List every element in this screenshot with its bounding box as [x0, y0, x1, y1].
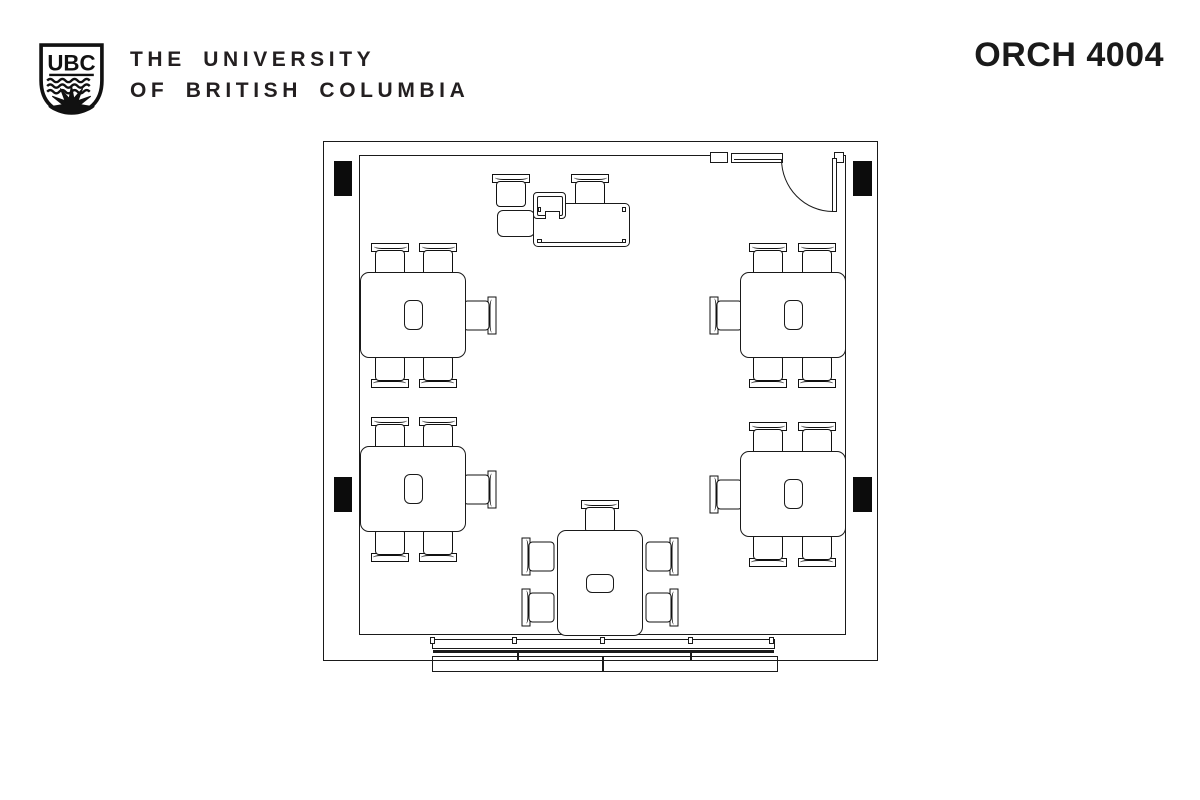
table-grommet	[403, 300, 423, 330]
chair-seat	[802, 533, 832, 560]
chair	[645, 588, 679, 626]
student-table-1	[360, 272, 466, 358]
chair-seat	[375, 528, 405, 555]
rail-divider	[602, 656, 604, 672]
chair	[798, 354, 836, 388]
chair	[521, 588, 555, 626]
outer-wall	[323, 141, 878, 661]
table-grommet	[403, 474, 423, 504]
student-table-2	[740, 272, 846, 358]
chair-seat	[716, 479, 743, 509]
chair	[749, 354, 787, 388]
desk-leg	[621, 207, 626, 212]
chair-seat	[645, 541, 672, 571]
university-wordmark: THE UNIVERSITY OF BRITISH COLUMBIA	[130, 44, 469, 106]
table-grommet	[586, 573, 614, 593]
chair-seat	[423, 423, 453, 450]
wall-column	[853, 477, 872, 512]
chair	[419, 242, 457, 276]
student-table-4	[740, 451, 846, 537]
chair-seat	[496, 180, 526, 207]
desk-leg	[621, 238, 626, 243]
whiteboard-bracket	[599, 637, 605, 644]
chair-seat	[423, 528, 453, 555]
chair	[709, 296, 743, 334]
ubc-crest-icon: UBC	[39, 43, 104, 115]
chair-seat	[375, 354, 405, 381]
lectern-notch	[545, 211, 560, 219]
university-name-line1: THE UNIVERSITY	[130, 48, 376, 71]
door-jamb-left	[710, 152, 728, 163]
chair-seat	[645, 592, 672, 622]
chair	[463, 296, 497, 334]
chair-seat	[802, 428, 832, 455]
chair-seat	[423, 354, 453, 381]
university-name-line2: OF BRITISH COLUMBIA	[130, 79, 470, 102]
chair	[463, 470, 497, 508]
chair-seat	[463, 300, 490, 330]
chair	[749, 533, 787, 567]
chair	[371, 242, 409, 276]
whiteboard-bracket	[768, 637, 774, 644]
ubc-logo: UBC	[38, 42, 105, 116]
student-table-3	[360, 446, 466, 532]
chair-seat	[753, 354, 783, 381]
wall-column	[334, 161, 352, 196]
student-table-5	[557, 530, 643, 636]
chair	[419, 528, 457, 562]
chair-seat	[423, 249, 453, 276]
chair	[419, 354, 457, 388]
lectern	[533, 192, 566, 219]
chair	[798, 533, 836, 567]
chair-seat	[528, 592, 555, 622]
chair	[798, 242, 836, 276]
instructor-chair	[571, 173, 609, 207]
wall-column	[853, 161, 872, 196]
table-grommet	[783, 479, 803, 509]
chair	[371, 416, 409, 450]
whiteboard-bracket	[511, 637, 517, 644]
chair	[645, 537, 679, 575]
table-grommet	[783, 300, 803, 330]
chair-seat	[716, 300, 743, 330]
chair	[798, 421, 836, 455]
chair	[749, 242, 787, 276]
chair-seat	[802, 354, 832, 381]
chair	[709, 475, 743, 513]
exterior-rail-panel	[432, 656, 778, 672]
chair-seat	[375, 423, 405, 450]
room-label: ORCH 4004	[974, 36, 1164, 74]
chair-seat	[528, 541, 555, 571]
ubc-logo-text: UBC	[47, 50, 95, 75]
chair-seat	[463, 474, 490, 504]
chair-seat	[753, 533, 783, 560]
chair	[371, 354, 409, 388]
instructor-chair	[492, 173, 530, 207]
chair	[749, 421, 787, 455]
door-sidelite-panel	[731, 153, 783, 163]
chair	[371, 528, 409, 562]
chair	[521, 537, 555, 575]
wall-column	[334, 477, 352, 512]
chair	[419, 416, 457, 450]
side-table	[497, 210, 535, 237]
desk-leg	[537, 238, 542, 243]
whiteboard-bracket	[687, 637, 693, 644]
chair	[581, 499, 619, 533]
lectern-control	[537, 207, 541, 212]
whiteboard-bracket	[429, 637, 435, 644]
door-jamb-right	[834, 152, 844, 163]
chair-seat	[585, 506, 615, 533]
marker-tray	[433, 650, 774, 653]
